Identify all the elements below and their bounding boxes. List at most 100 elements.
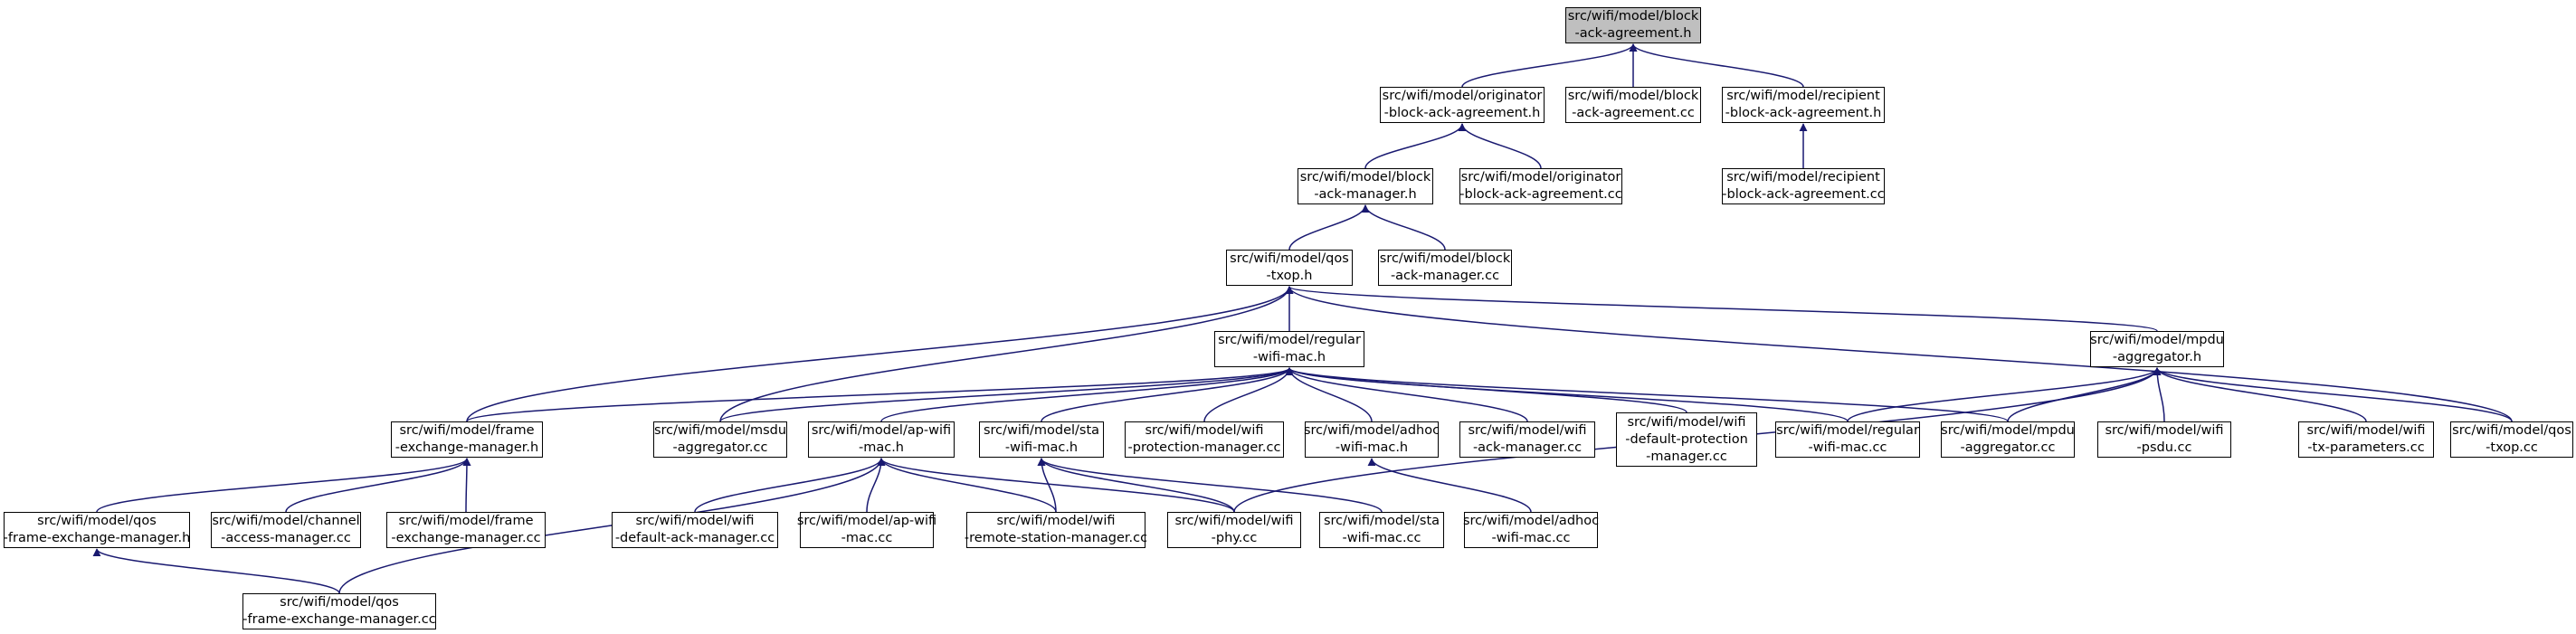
node-recipient-block-ack-agreement-h[interactable]: src/wifi/model/recipient -block-ack-agre… [1722, 87, 1885, 123]
edge-n_msdu_cc-to-n_reg_h [719, 367, 1294, 422]
node-originator-block-ack-agreement-h[interactable]: src/wifi/model/originator -block-ack-agr… [1380, 87, 1545, 123]
node-mpdu-aggregator-h[interactable]: src/wifi/model/mpdu -aggregator.h [2090, 331, 2224, 367]
node-label-line: src/wifi/model/frame [398, 514, 534, 528]
node-label-line: -tx-parameters.cc [2307, 440, 2425, 455]
edge-n_qtxop_cc-to-n_mpdu_h [2153, 367, 2513, 422]
node-recipient-block-ack-agreement-cc[interactable]: src/wifi/model/recipient -block-ack-agre… [1722, 168, 1885, 204]
node-label-line: src/wifi/model/sta [1323, 514, 1440, 528]
node-block-ack-agreement-cc[interactable]: src/wifi/model/block -ack-agreement.cc [1565, 87, 1701, 123]
edge-n_ap_h-to-n_reg_h [880, 367, 1294, 422]
node-label-line: -ack-manager.h [1314, 187, 1417, 202]
node-label-line: src/wifi/model/wifi [1145, 423, 1264, 438]
node-label-line: src/wifi/model/regular [1776, 423, 1919, 438]
edge-n_ackm_cc-to-n_reg_h [1285, 367, 1528, 422]
node-label-line: src/wifi/model/qos [1230, 251, 1349, 266]
node-wifi-tx-parameters-cc[interactable]: src/wifi/model/wifi -tx-parameters.cc [2298, 421, 2434, 458]
node-channel-access-manager-cc[interactable]: src/wifi/model/channel -access-manager.c… [211, 512, 361, 548]
edge-n_mpdu_h-to-n_qtxop_h [1285, 286, 2158, 332]
node-label-line: src/wifi/model/regular [1218, 333, 1361, 347]
node-block-ack-manager-cc[interactable]: src/wifi/model/block -ack-manager.cc [1378, 250, 1512, 286]
node-regular-wifi-mac-cc[interactable]: src/wifi/model/regular -wifi-mac.cc [1775, 421, 1920, 458]
node-label-line: -block-ack-agreement.cc [1459, 187, 1622, 202]
node-label-line: -mac.h [858, 440, 904, 455]
edge-n_cam_cc-to-n_fem_h [285, 458, 471, 513]
node-qos-frame-exchange-manager-cc[interactable]: src/wifi/model/qos -frame-exchange-manag… [242, 593, 436, 629]
node-qos-txop-h[interactable]: src/wifi/model/qos -txop.h [1226, 250, 1353, 286]
node-adhoc-wifi-mac-h[interactable]: src/wifi/model/adhoc -wifi-mac.h [1303, 421, 1440, 458]
node-label-line: -default-protection [1625, 431, 1748, 447]
node-label-line: src/wifi/model/wifi [1627, 414, 1746, 430]
node-wifi-phy-cc[interactable]: src/wifi/model/wifi -phy.cc [1167, 512, 1301, 548]
edge-n_fem_cc-to-n_fem_h [462, 458, 471, 513]
edge-n_sta_cc-to-n_sta_h [1037, 458, 1383, 513]
node-wifi-protection-manager-cc[interactable]: src/wifi/model/wifi -protection-manager.… [1125, 421, 1284, 458]
node-qos-frame-exchange-manager-h[interactable]: src/wifi/model/qos -frame-exchange-manag… [4, 512, 190, 548]
node-label-line: -ack-manager.cc [1390, 269, 1500, 283]
node-wifi-remote-station-manager-cc[interactable]: src/wifi/model/wifi -remote-station-mana… [964, 512, 1148, 548]
node-label-line: -wifi-mac.cc [1342, 531, 1421, 545]
node-label-line: src/wifi/model/qos [280, 595, 399, 610]
node-label-line: -protection-manager.cc [1127, 440, 1281, 455]
node-wifi-default-ack-manager-cc[interactable]: src/wifi/model/wifi -default-ack-manager… [612, 512, 778, 548]
node-label-line: -wifi-mac.h [1335, 440, 1409, 455]
edge-n_adhoc_cc-to-n_adhoc_h [1367, 458, 1532, 513]
node-label-line: -block-ack-agreement.h [1725, 106, 1882, 120]
edge-n_qfem_cc-to-n_ap_h [338, 458, 886, 594]
node-label-line: src/wifi/model/wifi [635, 514, 755, 528]
node-label-line: -access-manager.cc [221, 531, 351, 545]
edge-n_qfem_cc-to-n_qfem_h [92, 548, 340, 594]
edge-n_psdu_cc-to-n_mpdu_h [2153, 367, 2165, 422]
node-label-line: -ack-manager.cc [1472, 440, 1583, 455]
node-mpdu-aggregator-cc[interactable]: src/wifi/model/mpdu -aggregator.cc [1941, 421, 2075, 458]
node-ap-wifi-mac-h[interactable]: src/wifi/model/ap-wifi -mac.h [808, 421, 955, 458]
node-originator-block-ack-agreement-cc[interactable]: src/wifi/model/originator -block-ack-agr… [1459, 168, 1622, 204]
node-wifi-ack-manager-cc[interactable]: src/wifi/model/wifi -ack-manager.cc [1459, 421, 1595, 458]
node-qos-txop-cc[interactable]: src/wifi/model/qos -txop.cc [2450, 421, 2573, 458]
node-label-line: -phy.cc [1211, 531, 1258, 545]
node-label-line: src/wifi/model/originator [1460, 170, 1621, 185]
node-label-line: src/wifi/model/sta [983, 423, 1100, 438]
node-label-line: src/wifi/model/block [1567, 89, 1699, 103]
node-label-line: src/wifi/model/wifi [996, 514, 1116, 528]
edge-n_sta_h-to-n_reg_h [1041, 367, 1294, 422]
node-sta-wifi-mac-h[interactable]: src/wifi/model/sta -wifi-mac.h [979, 421, 1104, 458]
node-label-line: -txop.cc [2486, 440, 2538, 455]
node-frame-exchange-manager-h[interactable]: src/wifi/model/frame -exchange-manager.h [391, 421, 543, 458]
node-label-line: -frame-exchange-manager.h [3, 531, 191, 545]
node-label-line: -manager.cc [1646, 449, 1727, 464]
node-label-line: -remote-station-manager.cc [964, 531, 1148, 545]
edge-n_reg_cc-to-n_reg_h [1285, 367, 1849, 422]
node-label-line: src/wifi/model/ap-wifi [796, 514, 937, 528]
node-regular-wifi-mac-h[interactable]: src/wifi/model/regular -wifi-mac.h [1214, 331, 1364, 367]
node-ap-wifi-mac-cc[interactable]: src/wifi/model/ap-wifi -mac.cc [796, 512, 937, 548]
node-label-line: -default-ack-manager.cc [614, 531, 775, 545]
node-block-ack-manager-h[interactable]: src/wifi/model/block -ack-manager.h [1298, 168, 1433, 204]
node-frame-exchange-manager-cc[interactable]: src/wifi/model/frame -exchange-manager.c… [386, 512, 546, 548]
node-label-line: src/wifi/model/mpdu [1941, 423, 2075, 438]
node-label-line: -mac.cc [841, 531, 893, 545]
edge-n_fem_h-to-n_reg_h [466, 367, 1294, 422]
node-wifi-default-protection-manager-cc[interactable]: src/wifi/model/wifi -default-protection … [1616, 412, 1757, 467]
node-label-line: -aggregator.h [2112, 350, 2202, 364]
edge-n_qfem_h-to-n_fem_h [96, 458, 471, 513]
node-label-line: -ack-agreement.h [1574, 26, 1692, 41]
node-adhoc-wifi-mac-cc[interactable]: src/wifi/model/adhoc -wifi-mac.cc [1463, 512, 1599, 548]
node-label-line: -wifi-mac.cc [1491, 531, 1571, 545]
node-msdu-aggregator-cc[interactable]: src/wifi/model/msdu -aggregator.cc [653, 421, 787, 458]
node-label-line: -txop.h [1266, 269, 1313, 283]
node-label-line: src/wifi/model/adhoc [1303, 423, 1440, 438]
edge-n_rsm_cc-to-n_ap_h [877, 458, 1057, 513]
node-label-line: src/wifi/model/wifi [1174, 514, 1294, 528]
node-label-line: src/wifi/model/qos [2452, 423, 2571, 438]
node-block-ack-agreement-h[interactable]: src/wifi/model/block -ack-agreement.h [1565, 7, 1701, 43]
node-label-line: src/wifi/model/ap-wifi [811, 423, 952, 438]
node-label-line: src/wifi/model/recipient [1726, 89, 1880, 103]
node-sta-wifi-mac-cc[interactable]: src/wifi/model/sta -wifi-mac.cc [1319, 512, 1444, 548]
edge-n_orig_h-to-n_root [1461, 43, 1638, 88]
node-label-line: -block-ack-agreement.h [1383, 106, 1541, 120]
node-label-line: src/wifi/model/originator [1382, 89, 1543, 103]
edge-n_mpdu_cc-to-n_mpdu_h [2007, 367, 2162, 422]
node-wifi-psdu-cc[interactable]: src/wifi/model/wifi -psdu.cc [2097, 421, 2231, 458]
